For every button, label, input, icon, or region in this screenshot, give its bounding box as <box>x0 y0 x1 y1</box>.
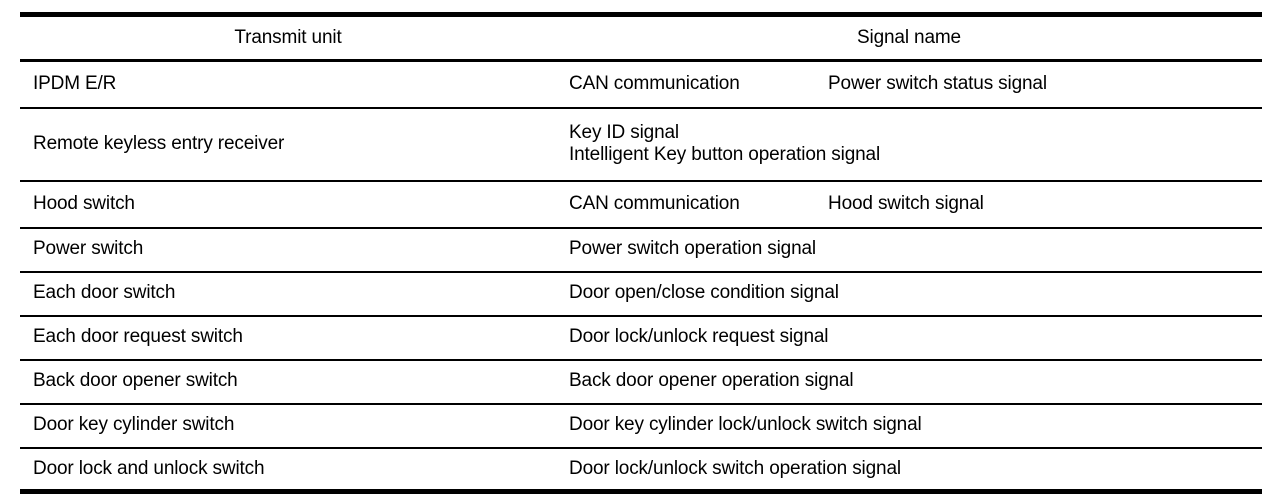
cell-signal-name: Key ID signal Intelligent Key button ope… <box>556 107 1262 182</box>
table-header-row: Transmit unit Signal name <box>20 12 1262 62</box>
table-row: Each door switch Door open/close conditi… <box>20 271 1262 317</box>
signal-right-label: Power switch status signal <box>828 73 1047 95</box>
signal-sub-cell-left: CAN communication <box>556 73 815 95</box>
signal-routing-table: Transmit unit Signal name IPDM E/R CAN <box>20 12 1262 494</box>
transmit-unit-label: Back door opener switch <box>33 370 238 392</box>
signal-name-label: Key ID signal Intelligent Key button ope… <box>569 121 881 165</box>
table-row: Each door request switch Door lock/unloc… <box>20 315 1262 361</box>
cell-transmit-unit: Power switch <box>20 227 556 273</box>
signal-name-label: Door lock/unlock request signal <box>569 326 829 348</box>
column-header-transmit-unit: Transmit unit <box>20 12 556 62</box>
table-row: Door key cylinder switch Door key cylind… <box>20 403 1262 449</box>
cell-transmit-unit: Back door opener switch <box>20 359 556 405</box>
transmit-unit-label: Door key cylinder switch <box>33 414 235 436</box>
table-row: Hood switch CAN communication Hood switc… <box>20 180 1262 229</box>
signal-sub-cell-right: Power switch status signal <box>815 73 1262 95</box>
signal-name-label: Door open/close condition signal <box>569 282 839 304</box>
transmit-unit-label: Power switch <box>33 238 144 260</box>
column-header-signal-name-label: Signal name <box>857 26 961 48</box>
cell-transmit-unit: Door lock and unlock switch <box>20 447 556 494</box>
column-header-transmit-unit-label: Transmit unit <box>234 26 342 48</box>
signal-name-label: Back door opener operation signal <box>569 370 854 392</box>
cell-signal-name: Door open/close condition signal <box>556 271 1262 317</box>
column-header-signal-name: Signal name <box>556 12 1262 62</box>
table-header: Transmit unit Signal name <box>20 12 1262 62</box>
cell-signal-name: Door key cylinder lock/unlock switch sig… <box>556 403 1262 449</box>
transmit-unit-label: Each door switch <box>33 282 176 304</box>
cell-transmit-unit: Each door switch <box>20 271 556 317</box>
transmit-unit-label: Remote keyless entry receiver <box>33 132 285 154</box>
cell-signal-name: CAN communication Hood switch signal <box>556 180 1262 229</box>
cell-transmit-unit: Hood switch <box>20 180 556 229</box>
table-row: IPDM E/R CAN communication Power switch … <box>20 60 1262 109</box>
signal-split-group: CAN communication Power switch status si… <box>556 73 1262 95</box>
cell-signal-name: Power switch operation signal <box>556 227 1262 273</box>
table-body: IPDM E/R CAN communication Power switch … <box>20 60 1262 494</box>
table-row: Back door opener switch Back door opener… <box>20 359 1262 405</box>
signal-name-label: Door key cylinder lock/unlock switch sig… <box>569 414 922 436</box>
signal-split-group: CAN communication Hood switch signal <box>556 193 1262 215</box>
cell-signal-name: Door lock/unlock request signal <box>556 315 1262 361</box>
cell-signal-name: CAN communication Power switch status si… <box>556 60 1262 109</box>
signal-sub-cell-left: CAN communication <box>556 193 815 215</box>
cell-signal-name: Door lock/unlock switch operation signal <box>556 447 1262 494</box>
signal-name-label: Door lock/unlock switch operation signal <box>569 457 901 479</box>
cell-transmit-unit: Door key cylinder switch <box>20 403 556 449</box>
cell-transmit-unit: IPDM E/R <box>20 60 556 109</box>
signal-left-label: CAN communication <box>569 192 740 214</box>
transmit-unit-label: Hood switch <box>33 192 135 214</box>
table-row: Remote keyless entry receiver Key ID sig… <box>20 107 1262 182</box>
signal-sub-cell-right: Hood switch signal <box>815 193 1262 215</box>
cell-transmit-unit: Each door request switch <box>20 315 556 361</box>
signal-name-label: Power switch operation signal <box>569 238 817 260</box>
signal-left-label: CAN communication <box>569 73 740 95</box>
table-row: Door lock and unlock switch Door lock/un… <box>20 447 1262 494</box>
table-row: Power switch Power switch operation sign… <box>20 227 1262 273</box>
transmit-unit-label: Door lock and unlock switch <box>33 457 265 479</box>
transmit-unit-label: IPDM E/R <box>33 73 117 95</box>
transmit-unit-label: Each door request switch <box>33 326 243 348</box>
cell-transmit-unit: Remote keyless entry receiver <box>20 107 556 182</box>
cell-signal-name: Back door opener operation signal <box>556 359 1262 405</box>
signal-right-label: Hood switch signal <box>828 192 984 214</box>
